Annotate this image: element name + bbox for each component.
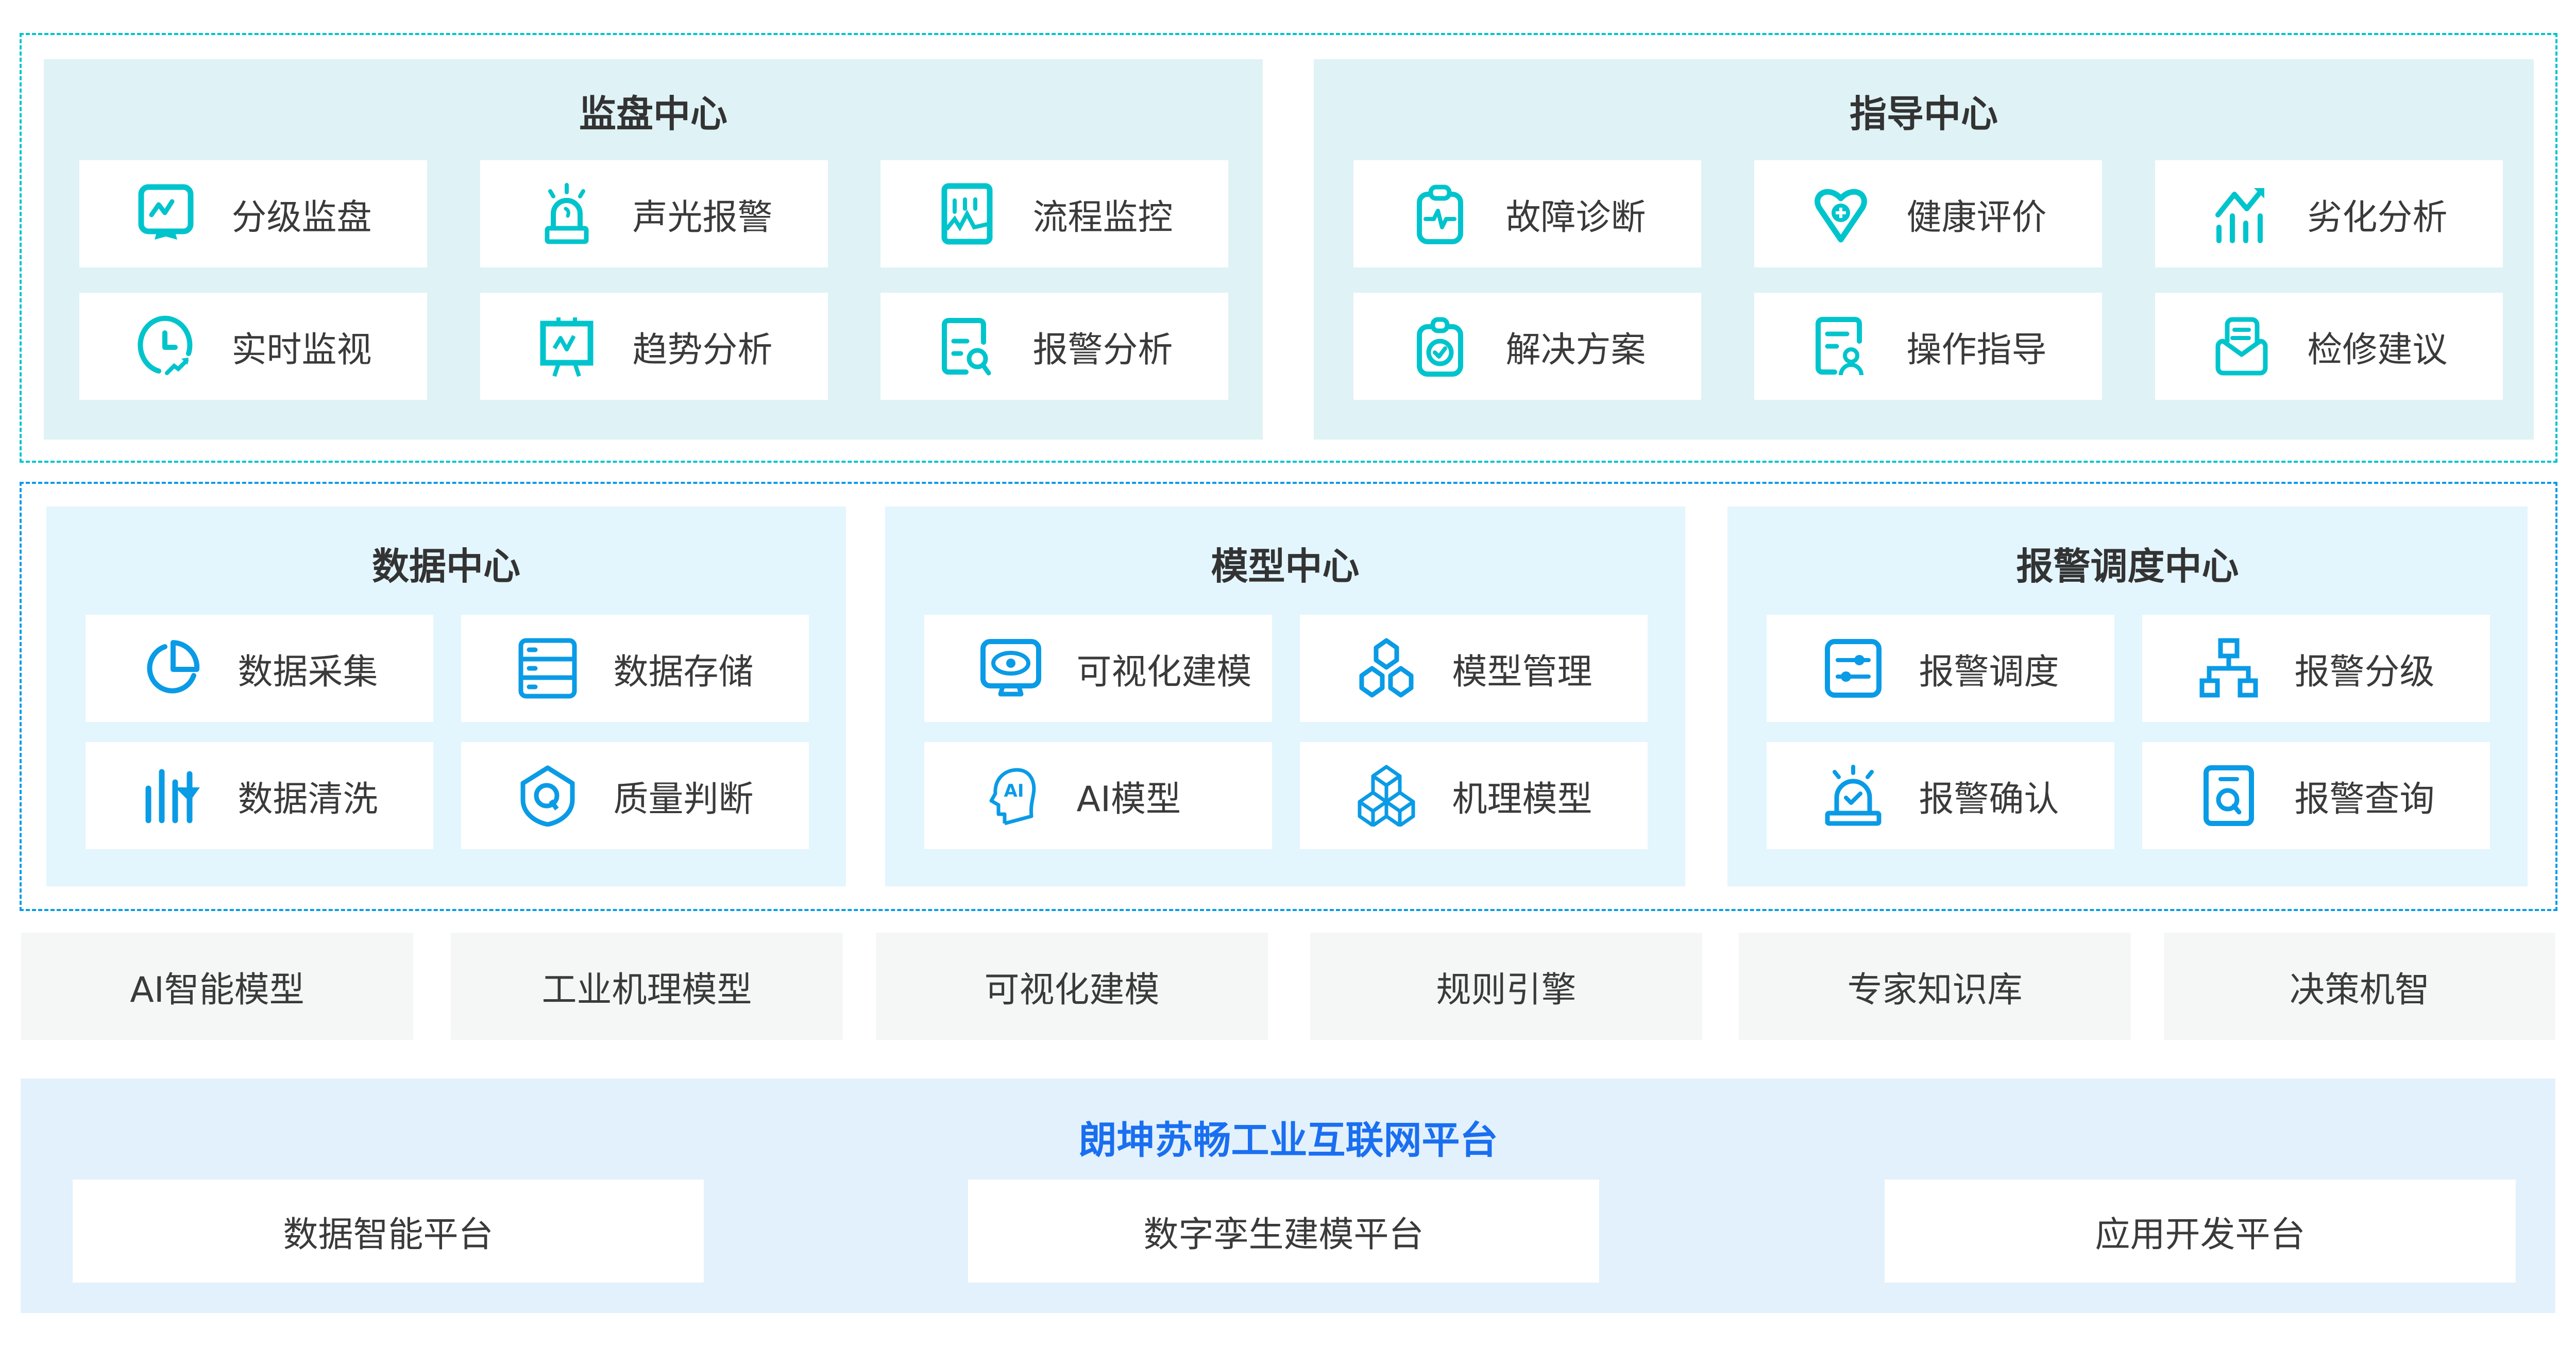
alarm-light-icon	[536, 183, 598, 245]
card-label: AI模型	[1076, 779, 1181, 820]
card-alarm-dispatch[interactable]: 报警调度	[1767, 615, 2114, 722]
card-label: 故障诊断	[1505, 197, 1646, 238]
tech-item-ai-model[interactable]: AI智能模型	[21, 933, 413, 1040]
card-label: 数据清洗	[238, 779, 378, 820]
card-label: 报警分析	[1032, 329, 1173, 371]
doc-query-icon	[2198, 765, 2260, 827]
hexagons-icon	[1355, 637, 1417, 699]
hierarchy-icon	[2198, 637, 2260, 699]
shield-q-icon	[517, 765, 579, 827]
card-label: 可视化建模	[1076, 651, 1252, 693]
card-quality-judgment[interactable]: 质量判断	[461, 742, 809, 849]
card-label: 检修建议	[2307, 329, 2448, 371]
doc-search-icon	[936, 315, 998, 377]
clipboard-check-icon	[1409, 315, 1471, 377]
tech-item-rule-engine[interactable]: 规则引擎	[1310, 933, 1702, 1040]
card-model-management[interactable]: 模型管理	[1300, 615, 1648, 722]
monitor-eye-icon	[980, 637, 1042, 699]
monitor-center-title: 监盘中心	[579, 92, 727, 136]
bar-trend-icon	[2211, 183, 2273, 245]
envelope-doc-icon	[2211, 315, 2273, 377]
cubes-icon	[1355, 765, 1417, 827]
platform-digital-twin[interactable]: 数字孪生建模平台	[968, 1180, 1599, 1283]
model-center-title: 模型中心	[1211, 545, 1360, 588]
card-label: 声光报警	[632, 197, 773, 238]
card-ai-model[interactable]: AI AI模型	[924, 742, 1272, 849]
data-center-title: 数据中心	[371, 545, 520, 588]
tech-item-mechanism-model[interactable]: 工业机理模型	[451, 933, 843, 1040]
process-monitor-icon	[936, 183, 998, 245]
card-mechanism-model[interactable]: 机理模型	[1300, 742, 1648, 849]
heart-plus-icon	[1810, 183, 1872, 245]
card-label: 报警查询	[2294, 779, 2435, 820]
card-label: 报警分级	[2294, 651, 2435, 693]
server-stack-icon	[517, 637, 579, 699]
card-data-cleaning[interactable]: 数据清洗	[86, 742, 433, 849]
platform-app-dev[interactable]: 应用开发平台	[1885, 1180, 2516, 1283]
filter-bars-icon	[141, 765, 203, 827]
card-label: 劣化分析	[2307, 197, 2448, 238]
doc-user-icon	[1810, 315, 1872, 377]
card-visual-modeling[interactable]: 可视化建模	[924, 615, 1272, 722]
card-label: 数据存储	[613, 651, 754, 693]
model-center-panel: 模型中心 可视化建模 模型管理 AI AI模型 机理模型	[885, 507, 1685, 886]
card-label: 解决方案	[1505, 329, 1646, 371]
card-label: 健康评价	[1906, 197, 2047, 238]
clipboard-pulse-icon	[1409, 183, 1471, 245]
clock-trend-icon	[135, 315, 197, 377]
card-alarm-grading[interactable]: 报警分级	[2142, 615, 2490, 722]
card-label: 机理模型	[1452, 779, 1592, 820]
platform-title: 朗坤苏畅工业互联网平台	[1078, 1118, 1498, 1163]
card-label: 数据采集	[238, 651, 378, 693]
alarm-center-title: 报警调度中心	[2016, 545, 2239, 588]
platform-data-intelligence[interactable]: 数据智能平台	[73, 1180, 704, 1283]
middle-section-frame	[20, 482, 2557, 911]
data-center-panel: 数据中心 数据采集 数据存储 数据清洗 质量判断	[46, 507, 846, 886]
card-label: 趋势分析	[632, 329, 773, 371]
card-realtime-monitoring[interactable]: 实时监视	[79, 293, 427, 400]
card-label: 质量判断	[613, 779, 754, 820]
top-section-frame	[20, 33, 2557, 463]
card-label: 模型管理	[1452, 651, 1592, 693]
guide-center-title: 指导中心	[1849, 92, 1998, 136]
tech-item-decision[interactable]: 决策机智	[2164, 933, 2555, 1040]
card-data-collection[interactable]: 数据采集	[86, 615, 433, 722]
card-maintenance-advice[interactable]: 检修建议	[2155, 293, 2503, 400]
card-label: 报警确认	[1919, 779, 2059, 820]
card-tiered-monitoring[interactable]: 分级监盘	[79, 160, 427, 267]
card-trend-analysis[interactable]: 趋势分析	[480, 293, 828, 400]
card-operation-guide[interactable]: 操作指导	[1754, 293, 2102, 400]
card-process-monitoring[interactable]: 流程监控	[880, 160, 1228, 267]
svg-text:AI: AI	[1004, 781, 1024, 801]
card-alarm-analysis[interactable]: 报警分析	[880, 293, 1228, 400]
card-label: 实时监视	[231, 329, 372, 371]
card-label: 分级监盘	[231, 197, 372, 238]
card-degradation-analysis[interactable]: 劣化分析	[2155, 160, 2503, 267]
tech-item-visual-modeling[interactable]: 可视化建模	[876, 933, 1268, 1040]
guide-center-panel: 指导中心 故障诊断 健康评价 劣化分析 解决方案	[1314, 59, 2534, 440]
sliders-icon	[1822, 637, 1884, 699]
card-alarm-query[interactable]: 报警查询	[2142, 742, 2490, 849]
card-solution[interactable]: 解决方案	[1353, 293, 1701, 400]
pie-chart-icon	[141, 637, 203, 699]
card-label: 报警调度	[1919, 651, 2059, 693]
alarm-center-panel: 报警调度中心 报警调度 报警分级 报警确认 报警查询	[1727, 507, 2528, 886]
monitor-chart-icon	[135, 183, 197, 245]
card-audio-visual-alarm[interactable]: 声光报警	[480, 160, 828, 267]
card-data-storage[interactable]: 数据存储	[461, 615, 809, 722]
easel-chart-icon	[536, 315, 598, 377]
monitor-center-panel: 监盘中心 分级监盘 声光报警 流程监控 实时监视	[44, 59, 1263, 440]
tech-item-expert-knowledge[interactable]: 专家知识库	[1739, 933, 2131, 1040]
card-health-evaluation[interactable]: 健康评价	[1754, 160, 2102, 267]
card-label: 操作指导	[1906, 329, 2047, 371]
card-fault-diagnosis[interactable]: 故障诊断	[1353, 160, 1701, 267]
ai-head-icon: AI	[980, 765, 1042, 827]
card-alarm-confirm[interactable]: 报警确认	[1767, 742, 2114, 849]
alarm-check-icon	[1822, 765, 1884, 827]
card-label: 流程监控	[1032, 197, 1173, 238]
